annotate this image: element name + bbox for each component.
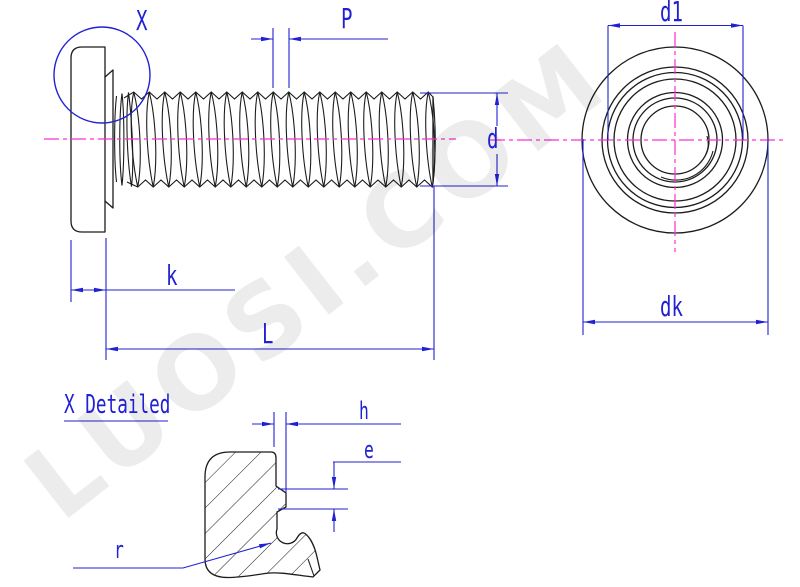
shaft-end-chamfer [432,96,436,184]
thread-runout-leaf1 [119,93,125,186]
thread-spiral-arc [660,150,714,181]
detail-callout-label: X [136,4,148,37]
dim-label-head-diameter: dk [660,290,683,323]
detail-callout-circle [53,26,151,124]
screw-head-outline [70,46,106,233]
dim-label-lip-thickness: e [364,436,374,464]
detail-view [204,451,321,579]
dimension-lines [64,23,769,569]
fillet-radius-leader [73,542,272,569]
end-view [490,32,786,252]
dim-label-flange-diameter: d1 [660,0,683,28]
detail-tail-inner-line [307,558,315,577]
thread-pattern [123,91,436,189]
side-view [44,26,456,233]
detail-view-title: X Detailed [64,390,171,420]
dim-label-pitch: P [341,2,353,35]
thread-runout [114,95,118,183]
thread-spiral-hook [705,135,709,155]
dim-label-screw-length: L [262,317,274,350]
dim-label-head-height: k [166,259,178,292]
dimension-arrowheads [71,23,768,549]
detail-section-profile [204,451,321,579]
dim-label-fillet-radius: r [114,536,124,564]
dim-label-thread-diameter: d [487,122,499,155]
dim-label-lip-height: h [359,397,369,425]
